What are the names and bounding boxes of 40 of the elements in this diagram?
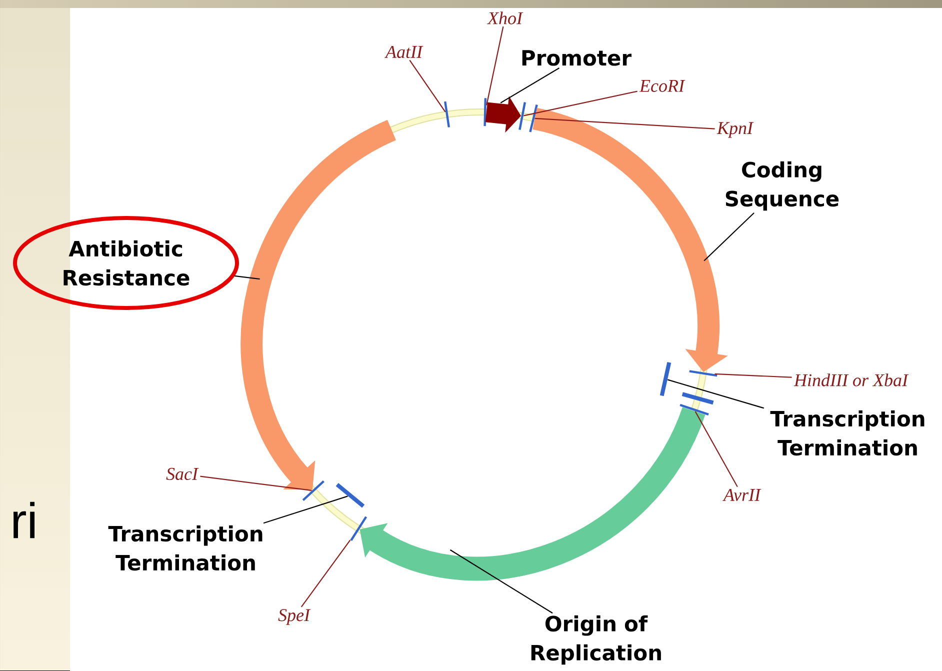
leader-line	[704, 212, 754, 262]
leader-line	[500, 68, 560, 104]
leader-line	[524, 90, 638, 116]
enzyme-label: AatII	[384, 46, 424, 58]
enzyme-label: KpnI	[716, 122, 754, 138]
resistance-gene-arrow	[241, 120, 397, 490]
site-tick	[350, 516, 368, 541]
terminator-mark	[660, 362, 672, 396]
enzyme-label: SpeI	[278, 609, 311, 625]
site-tick	[529, 104, 538, 132]
part-label: Origin of Replication	[531, 615, 661, 665]
leader-line	[450, 549, 553, 614]
enzyme-label: HindIII or XbaI	[794, 374, 909, 386]
part-label: Transcription Termination	[108, 525, 262, 571]
leader-line	[200, 476, 312, 492]
site-tick	[518, 102, 526, 130]
site-tick	[484, 98, 487, 126]
site-tick	[680, 404, 709, 416]
enzyme-label: XhoI	[486, 12, 524, 24]
part-label: Transcription Termination	[770, 410, 924, 456]
leader-line	[234, 275, 260, 280]
site-tick	[689, 370, 718, 377]
site-tick	[302, 480, 324, 501]
enzyme-label: EcoRI	[639, 80, 686, 92]
site-tick	[682, 392, 714, 405]
enzyme-label: AvrII	[722, 488, 762, 501]
leader-line	[263, 496, 348, 524]
part-label: Promoter	[522, 50, 632, 66]
leader-line	[694, 411, 738, 488]
slide-text: ri	[13, 502, 34, 538]
part-label: Coding Sequence	[726, 161, 839, 211]
leader-line	[300, 540, 351, 608]
site-tick	[444, 101, 450, 128]
leader-line	[667, 379, 764, 409]
circled-label: Antibiotic Resistance	[13, 216, 239, 310]
leader-line	[486, 26, 504, 106]
leader-line	[714, 373, 792, 378]
leader-line	[534, 118, 715, 130]
terminator-mark	[336, 483, 365, 508]
enzyme-label: SacI	[166, 468, 199, 480]
